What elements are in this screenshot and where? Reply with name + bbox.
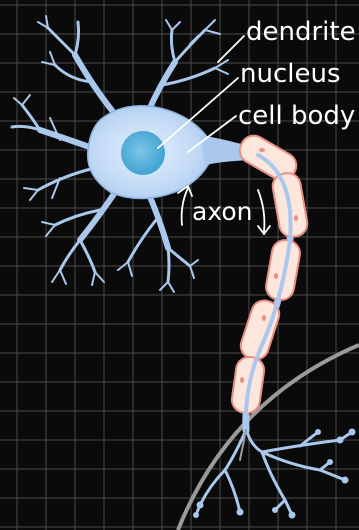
cell-body-label: cell body bbox=[238, 101, 355, 131]
axon-arrow-right bbox=[258, 190, 264, 232]
nucleus-label: nucleus bbox=[240, 59, 341, 89]
axon-arrow-left bbox=[182, 188, 188, 225]
nucleus bbox=[121, 131, 165, 175]
myelin-sheaths bbox=[230, 131, 309, 415]
axon-label: axon bbox=[192, 197, 253, 226]
myelin-sheath bbox=[264, 238, 302, 302]
axon-terminals bbox=[196, 428, 352, 515]
dendrite-label: dendrite bbox=[246, 17, 356, 47]
membrane-arc bbox=[178, 345, 359, 530]
